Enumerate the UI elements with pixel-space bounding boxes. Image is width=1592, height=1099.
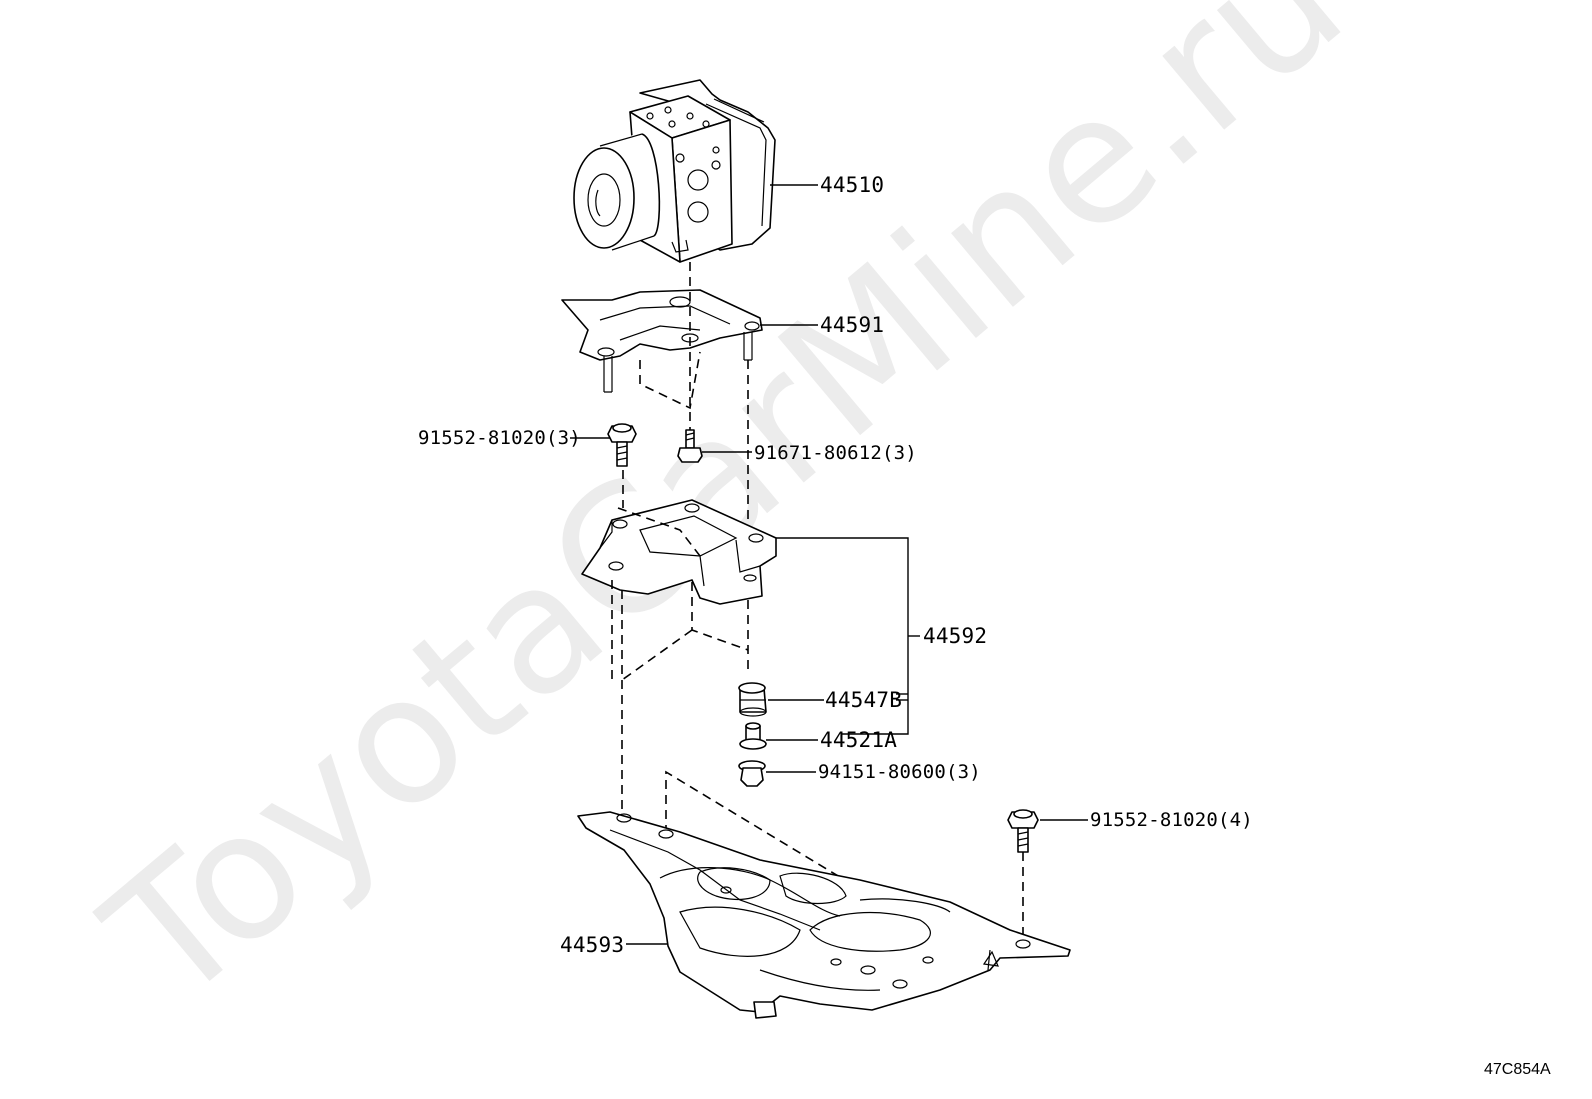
- diagram-code: 47C854A: [1484, 1061, 1551, 1078]
- abs-actuator[interactable]: [573, 79, 776, 263]
- cushion[interactable]: [738, 682, 767, 717]
- label-91552-81020-3[interactable]: 91552-81020(3): [418, 427, 581, 449]
- label-44510[interactable]: 44510: [820, 173, 884, 197]
- collar[interactable]: [739, 722, 767, 750]
- bolt-small[interactable]: [677, 429, 703, 463]
- label-44521A[interactable]: 44521A: [820, 728, 897, 752]
- label-91552-81020-4[interactable]: 91552-81020(4): [1090, 809, 1253, 831]
- bolt-upper[interactable]: [607, 423, 637, 467]
- label-44591[interactable]: 44591: [820, 313, 884, 337]
- bolt-lower[interactable]: [1007, 809, 1039, 853]
- bracket-assy[interactable]: [581, 499, 777, 605]
- label-44593[interactable]: 44593: [560, 933, 624, 957]
- nut[interactable]: [738, 760, 766, 787]
- label-91671-80612-3[interactable]: 91671-80612(3): [754, 442, 917, 464]
- label-44592[interactable]: 44592: [923, 624, 987, 648]
- upper-bracket[interactable]: [561, 289, 763, 393]
- label-94151-80600-3[interactable]: 94151-80600(3): [818, 761, 981, 783]
- label-44547B[interactable]: 44547B: [825, 688, 902, 712]
- lower-bracket[interactable]: [577, 811, 1071, 1019]
